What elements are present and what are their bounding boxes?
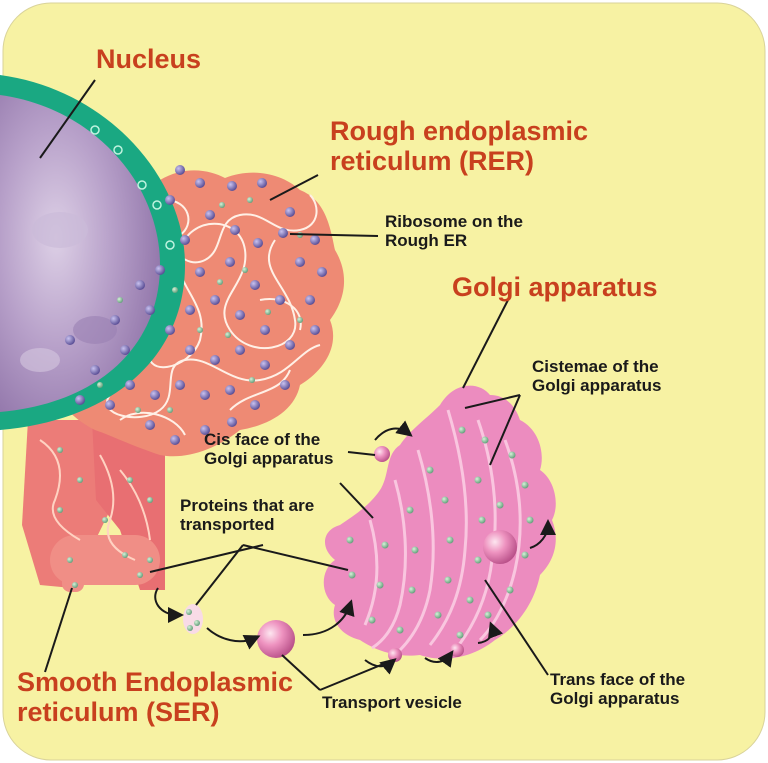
cis-face-label: Cis face of the Golgi apparatus xyxy=(204,430,333,468)
rer-label-line1: Rough endoplasmic xyxy=(330,116,588,146)
nucleus-label: Nucleus xyxy=(96,44,201,74)
small-vesicle-2 xyxy=(450,643,464,657)
ribosome-label-line2: Rough ER xyxy=(385,231,523,250)
ser-label-line1: Smooth Endoplasmic xyxy=(17,667,293,697)
trans-vesicle-large xyxy=(483,530,517,564)
transport-vesicle-label: Transport vesicle xyxy=(322,693,462,712)
rer-label: Rough endoplasmic reticulum (RER) xyxy=(330,116,588,176)
rer-label-line2: reticulum (RER) xyxy=(330,146,588,176)
cisternae-label-line2: Golgi apparatus xyxy=(532,376,661,395)
proteins-label-line1: Proteins that are xyxy=(180,496,314,515)
ribosome-label: Ribosome on the Rough ER xyxy=(385,212,523,250)
cisternae-label-line1: Cistemae of the xyxy=(532,357,661,376)
cis-face-label-line1: Cis face of the xyxy=(204,430,333,449)
trans-face-label-line2: Golgi apparatus xyxy=(550,689,685,708)
golgi-label: Golgi apparatus xyxy=(452,272,658,302)
proteins-label: Proteins that are transported xyxy=(180,496,314,534)
ser-label-line2: reticulum (SER) xyxy=(17,697,293,727)
budding-vesicle xyxy=(183,604,203,634)
ser-label: Smooth Endoplasmic reticulum (SER) xyxy=(17,667,293,727)
small-vesicle-1 xyxy=(388,648,402,662)
transport-vesicle-large xyxy=(257,620,295,658)
trans-face-label-line1: Trans face of the xyxy=(550,670,685,689)
cis-face-label-line2: Golgi apparatus xyxy=(204,449,333,468)
cis-vesicle xyxy=(374,446,390,462)
cisternae-label: Cistemae of the Golgi apparatus xyxy=(532,357,661,395)
proteins-label-line2: transported xyxy=(180,515,314,534)
ribosome-label-line1: Ribosome on the xyxy=(385,212,523,231)
trans-face-label: Trans face of the Golgi apparatus xyxy=(550,670,685,708)
